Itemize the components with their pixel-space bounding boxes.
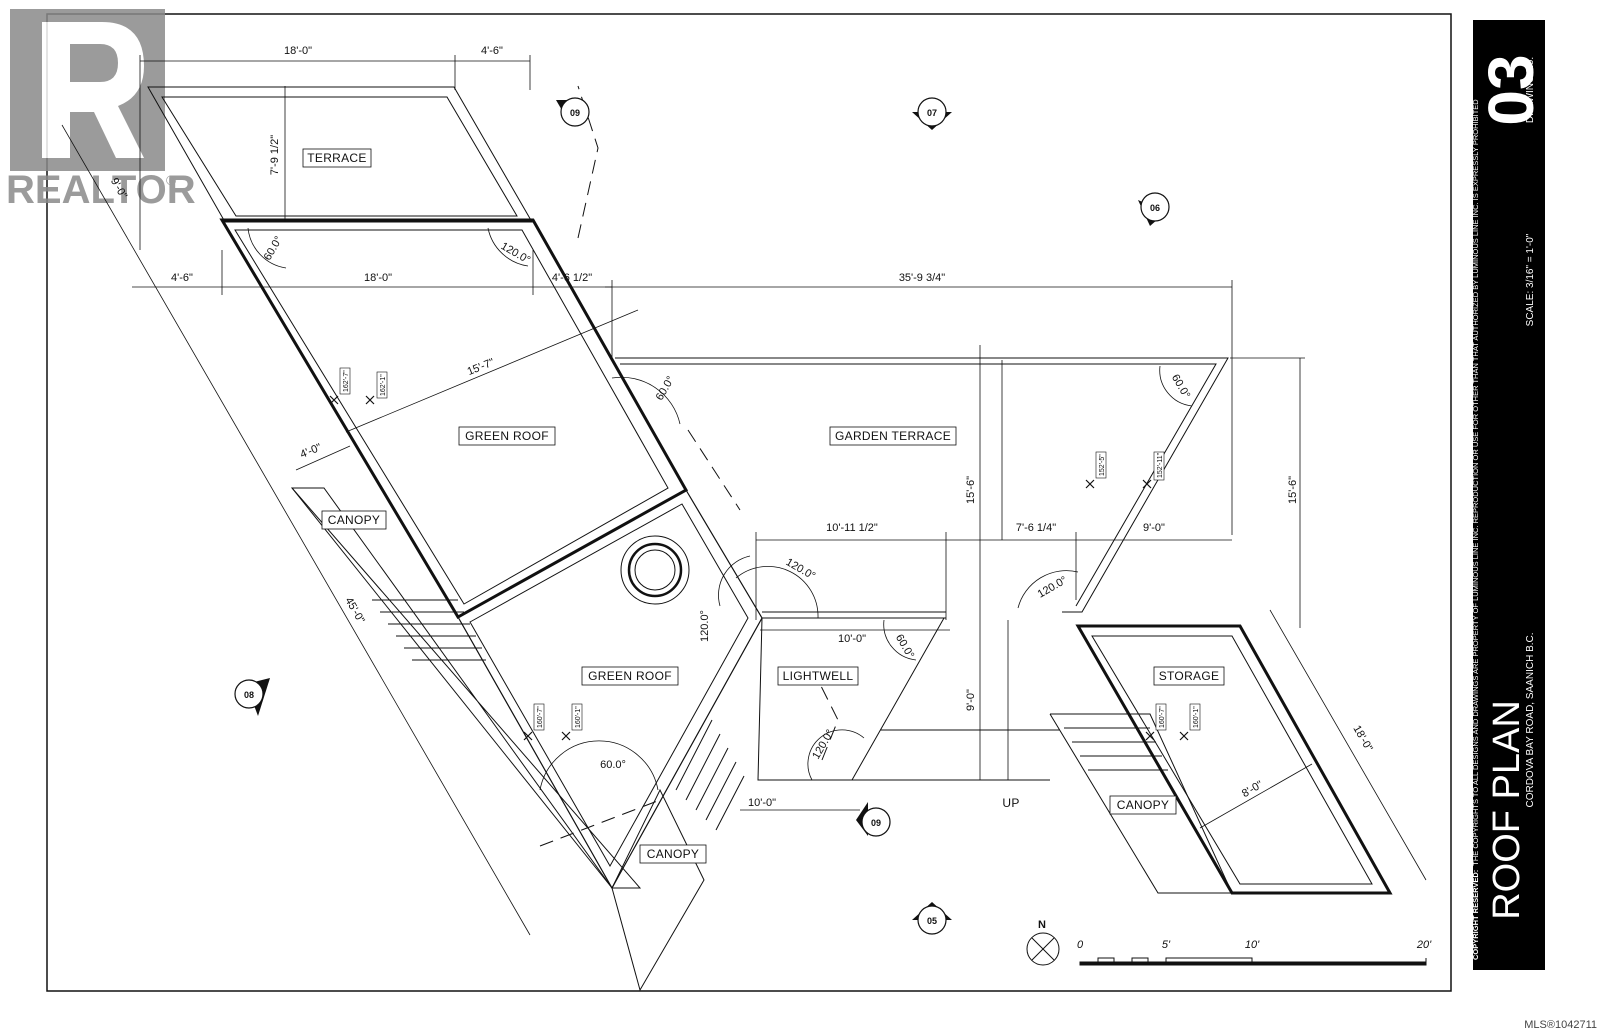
marker-05: 05 (912, 902, 952, 935)
room-labels: TERRACE GREEN ROOF GARDEN TERRACE CANOPY… (302, 148, 1225, 864)
copyright-text: THE COPYRIGHTS TO ALL DESIGNS AND DRAWIN… (1471, 99, 1480, 866)
angle-60-e: 60.0° (600, 759, 626, 771)
realtor-wordmark: REALTOR (6, 168, 196, 212)
dim-9-0-right: 9'-0" (1143, 522, 1165, 534)
svg-text:09: 09 (570, 108, 580, 118)
address-text: CORDOVA BAY ROAD, SAANICH B.C. (1525, 632, 1536, 807)
dim-18-0-mid: 18'-0" (364, 272, 392, 284)
dim-7-6: 7'-6 1/4" (1016, 522, 1056, 534)
section-lines (539, 85, 839, 847)
north-arrow (1026, 932, 1060, 966)
dim-18-0-storage: 18'-0" (1350, 723, 1374, 753)
label-green-roof-lower: GREEN ROOF (588, 669, 672, 683)
angle-120-c: 120.0° (699, 610, 711, 642)
drawing-label: DRAWING No. (1525, 57, 1536, 123)
scale-labels: 0 5' 10' 20' (1077, 939, 1432, 951)
label-canopy-left: CANOPY (328, 513, 380, 527)
dimension-lines (61, 55, 1427, 936)
realtor-logo: REALTOR ® (6, 9, 196, 212)
stairs-right (1064, 727, 1168, 771)
elevation-tags: 162'-7" 162'-1" 152'-5" 152'-11" 160'-7"… (339, 367, 1201, 731)
dim-45-0: 45'-0" (342, 595, 366, 625)
angle-60-b: 60.0° (654, 374, 677, 402)
svg-text:06: 06 (1150, 203, 1160, 213)
title-block (1473, 20, 1545, 970)
mls-number: MLS®1042711 (1524, 1019, 1597, 1031)
sheet-border (46, 13, 1452, 992)
elev-160-7-a: 160'-7" (537, 706, 544, 728)
green-roof-upper-outline (219, 218, 689, 620)
skylight (620, 535, 690, 605)
dim-15-7: 15'-7" (466, 356, 497, 378)
dim-15-6-a: 15'-6" (965, 476, 977, 504)
label-garden-terrace: GARDEN TERRACE (835, 429, 951, 443)
marker-09-bottom: 09 (856, 802, 891, 837)
garden-terrace-outline (615, 357, 1229, 619)
angle-60-c: 60.0° (1169, 372, 1192, 400)
dim-35-9: 35'-9 3/4" (899, 272, 945, 284)
elev-152-11: 152'-11" (1157, 452, 1164, 478)
dimension-texts: 18'-0" 4'-6" 7'-9 1/2" 9'-0" 4'-6" 18'-0… (108, 45, 1375, 809)
drawing-number: 03 (1475, 54, 1547, 125)
dim-7-9: 7'-9 1/2" (269, 135, 281, 175)
label-canopy-right: CANOPY (1117, 798, 1169, 812)
marker-09-top: 09 (556, 97, 590, 127)
roof-plan-title: ROOF PLAN (1486, 700, 1528, 920)
realtor-reg-mark: ® (166, 172, 177, 188)
marker-06: 06 (1138, 192, 1170, 226)
elev-152-5: 152'-5" (1099, 454, 1106, 476)
canopy-right-outline (1049, 713, 1233, 894)
label-green-roof-upper: GREEN ROOF (465, 429, 549, 443)
label-canopy-bottom: CANOPY (647, 847, 699, 861)
svg-text:05: 05 (927, 916, 937, 926)
canopy-bottom-outline (611, 788, 705, 992)
dim-8-0: 8'-0" (1240, 779, 1265, 800)
north-label: N (1038, 919, 1046, 931)
dim-9-0-vert: 9'-0" (965, 689, 977, 711)
elev-162-1: 162'-1" (380, 374, 387, 396)
markers: 09 07 06 08 09 05 (234, 97, 1170, 935)
stairs-bottom (675, 719, 745, 831)
scale-5: 5' (1162, 939, 1171, 951)
scale-20: 20' (1416, 939, 1432, 951)
angle-texts: 60.0° 120.0° 60.0° 60.0° 120.0° 120.0° 6… (262, 234, 1192, 771)
angle-60-d: 60.0° (893, 632, 916, 660)
scale-0: 0 (1077, 939, 1084, 951)
elev-162-7: 162'-7" (343, 370, 350, 392)
dim-10-11: 10'-11 1/2" (826, 522, 878, 534)
dim-4-6-left: 4'-6" (171, 272, 193, 284)
label-lightwell: LIGHTWELL (783, 669, 854, 683)
marker-08: 08 (234, 678, 270, 716)
title-block-text: 03 (1475, 54, 1547, 125)
label-storage: STORAGE (1159, 669, 1220, 683)
dim-18-0-top: 18'-0" (284, 45, 312, 57)
elev-160-7-b: 160'-7" (1159, 706, 1166, 728)
copyright-heading: COPYRIGHT RESERVED: (1471, 870, 1480, 960)
dim-4-0: 4'-0" (298, 442, 323, 461)
scale-10: 10' (1245, 939, 1260, 951)
dim-10-0-b: 10'-0" (748, 797, 776, 809)
dim-4-6-top: 4'-6" (481, 45, 503, 57)
storage-outline (1075, 624, 1393, 895)
elevation-marks (329, 395, 1189, 741)
elev-160-1-a: 160'-1" (575, 706, 582, 728)
scale-bar (1079, 957, 1427, 966)
elev-160-1-b: 160'-1" (1193, 706, 1200, 728)
svg-text:08: 08 (244, 690, 254, 700)
angle-60-a: 60.0° (262, 234, 285, 262)
svg-text:09: 09 (871, 818, 881, 828)
dim-4-6-half: 4'-6 1/2" (552, 272, 592, 284)
marker-07: 07 (912, 97, 952, 130)
dim-15-6-b: 15'-6" (1287, 476, 1299, 504)
terrace-outline (147, 86, 533, 223)
dim-10-0-a: 10'-0" (838, 633, 866, 645)
svg-text:COPYRIGHT RESERVED:THE COPYRIG: COPYRIGHT RESERVED: THE COPYRIGHTS TO ALL… (1471, 99, 1480, 960)
stairs-left (372, 599, 486, 661)
scale-text: SCALE: 3/16" = 1'-0" (1525, 233, 1536, 326)
svg-text:07: 07 (927, 108, 937, 118)
label-up: UP (1002, 796, 1019, 810)
label-terrace: TERRACE (307, 151, 366, 165)
angle-arcs (247, 227, 1193, 791)
